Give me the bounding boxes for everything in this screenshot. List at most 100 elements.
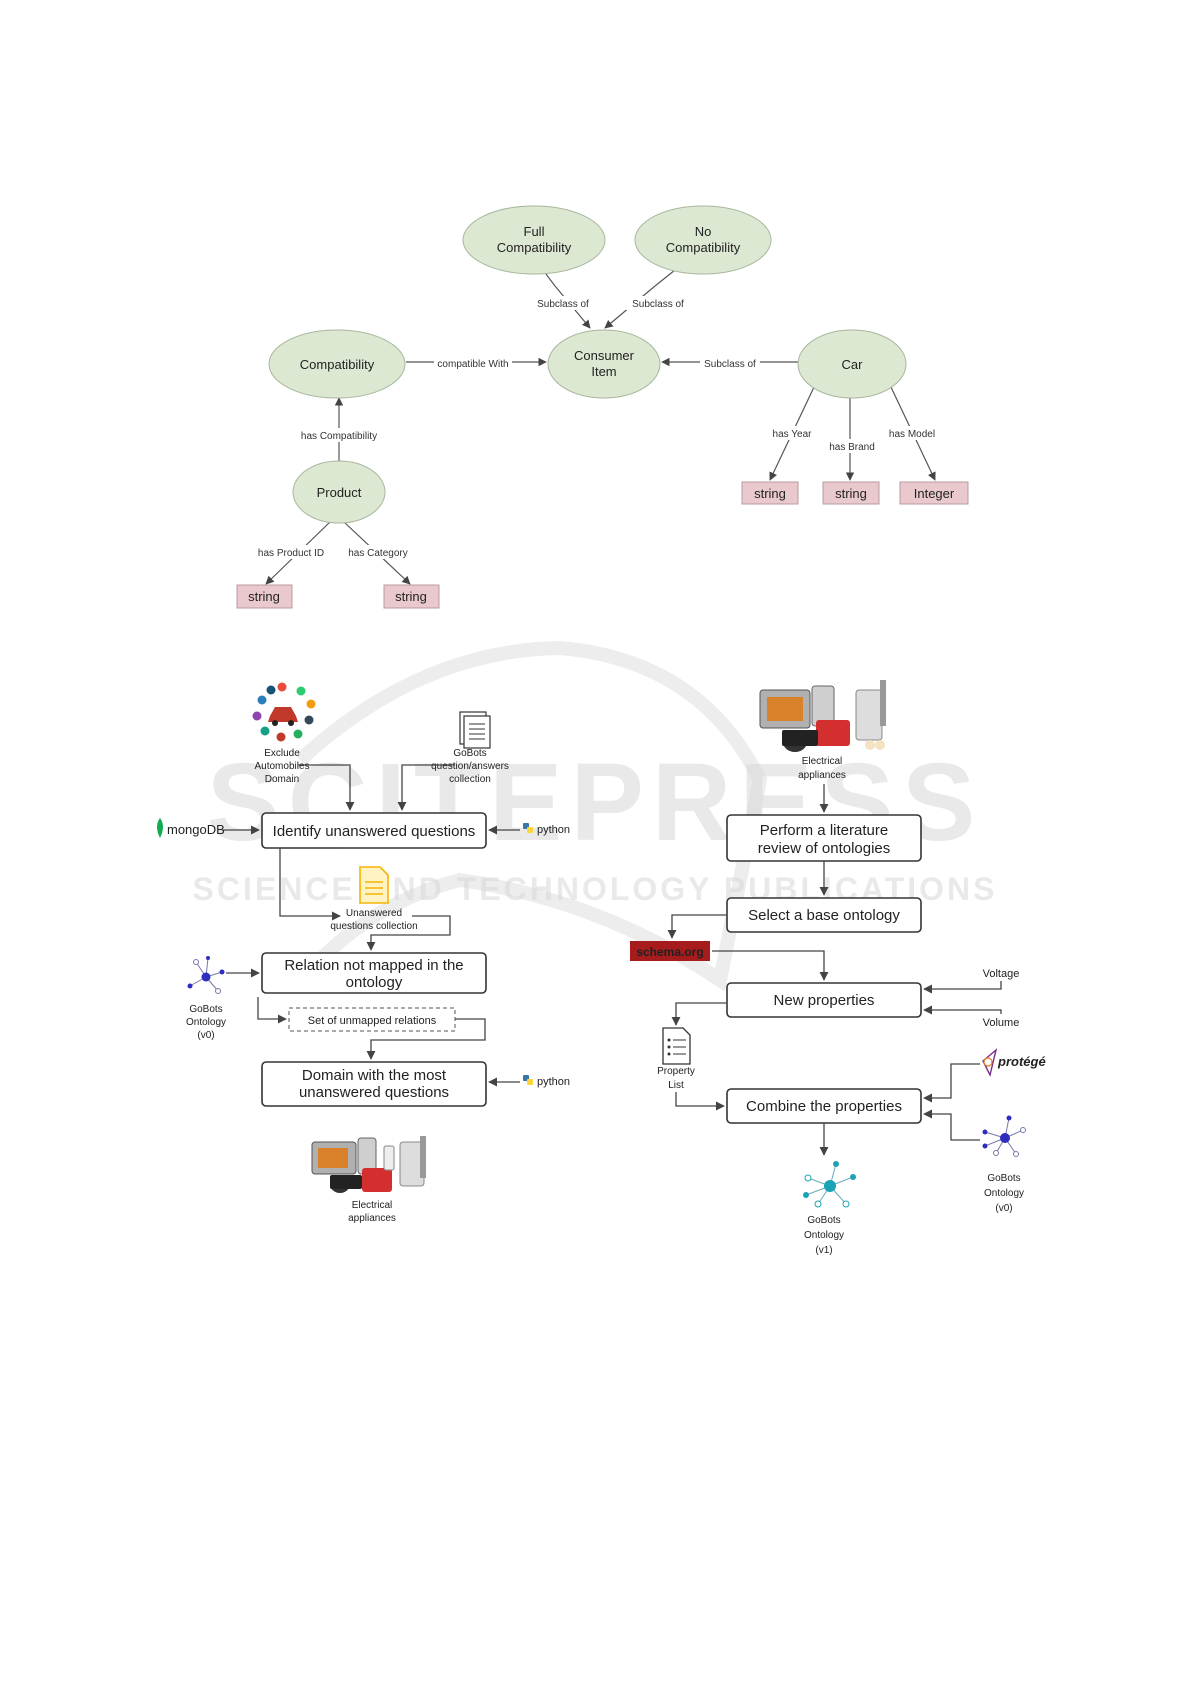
ontology-diagram: Full Compatibility No Compatibility Comp… (236, 205, 969, 609)
step-select-base: Select a base ontology (726, 897, 922, 933)
svg-text:python: python (537, 824, 570, 836)
label-has-model: has Model (889, 429, 935, 440)
svg-text:protégé: protégé (997, 1054, 1046, 1069)
svg-text:ontology: ontology (346, 974, 403, 991)
label-subclass-left: Subclass of (537, 299, 589, 310)
gobots-v0-right-label-2: Ontology (984, 1188, 1024, 1199)
arrow-identify-to-unanswered (279, 847, 341, 921)
document-stack-icon (459, 711, 491, 749)
svg-text:Domain with the most: Domain with the most (302, 1067, 447, 1084)
gobots-collection-label-2: question/answers (431, 761, 509, 772)
step-literature-review: Perform a literature review of ontologie… (726, 814, 922, 862)
arrow-new-to-property-list (671, 1002, 726, 1026)
svg-text:schema.org: schema.org (636, 945, 703, 959)
python-logo-2: python (523, 1075, 570, 1088)
arrow-exclude-to-identify (298, 764, 355, 811)
watermark-swoosh (295, 640, 768, 992)
step-relation: Relation not mapped in the ontology (261, 952, 487, 994)
svg-text:unanswered questions: unanswered questions (299, 1084, 449, 1101)
literal-model: Integer (899, 481, 969, 505)
property-list-label-1: Property (657, 1066, 695, 1077)
svg-text:review of ontologies: review of ontologies (758, 840, 891, 857)
class-compatibility: Compatibility (268, 329, 406, 399)
schema-org-logo: schema.org (630, 941, 710, 961)
volume-label: Volume (983, 1017, 1020, 1029)
ontology-network-icon-left (187, 956, 225, 994)
svg-text:string: string (835, 486, 867, 501)
svg-text:Compatibility: Compatibility (300, 357, 375, 372)
exclude-label-3: Domain (265, 774, 299, 785)
svg-text:Select a base ontology: Select a base ontology (748, 907, 900, 924)
exclude-label-2: Automobiles (254, 761, 309, 772)
gobots-v0-left-label-1: GoBots (189, 1004, 222, 1015)
appliances-left-label-1: Electrical (352, 1200, 393, 1211)
svg-text:Integer: Integer (914, 486, 955, 501)
arrow-relation-to-unmapped (257, 997, 287, 1024)
edge-labels: Subclass of Subclass of compatible With … (255, 296, 938, 559)
automobiles-icon (252, 682, 316, 742)
svg-text:Compatibility: Compatibility (666, 240, 741, 255)
gobots-v0-left-label-3: (v0) (197, 1030, 214, 1041)
gobots-v1-label-2: Ontology (804, 1230, 844, 1241)
gobots-v1-label-3: (v1) (815, 1245, 832, 1256)
property-list-label-2: List (668, 1080, 684, 1091)
literal-product-id: string (236, 584, 293, 609)
label-has-compatibility: has Compatibility (301, 431, 377, 442)
protege-logo: protégé (982, 1048, 1046, 1078)
svg-text:python: python (537, 1076, 570, 1088)
arrow-schema-to-new (712, 950, 829, 981)
svg-text:Set of unmapped relations: Set of unmapped relations (308, 1015, 437, 1027)
property-list-icon (662, 1027, 691, 1065)
step-identify: Identify unanswered questions (261, 812, 487, 849)
left-flowchart: Exclude Automobiles Domain GoBots questi… (157, 682, 570, 1224)
python-logo-1: python (523, 823, 570, 836)
step-domain: Domain with the most unanswered question… (261, 1061, 487, 1107)
appliances-icon-right (759, 680, 886, 752)
exclude-label-1: Exclude (264, 748, 300, 759)
arrow-collection-to-identify (397, 764, 455, 811)
step-new-properties: New properties (726, 982, 922, 1018)
unanswered-doc-icon (359, 866, 389, 904)
class-product: Product (292, 460, 386, 524)
svg-text:Identify unanswered questions: Identify unanswered questions (273, 823, 476, 840)
class-car: Car (797, 329, 907, 399)
label-subclass-car: Subclass of (704, 359, 756, 370)
literal-brand: string (822, 481, 880, 505)
arrow-protege-to-combine (923, 1063, 980, 1103)
svg-text:No: No (695, 224, 712, 239)
label-has-year: has Year (773, 429, 813, 440)
arrow-volume-to-new (923, 1005, 1002, 1015)
svg-text:New properties: New properties (774, 992, 875, 1009)
label-has-brand: has Brand (829, 442, 875, 453)
svg-text:Car: Car (842, 357, 864, 372)
unmapped-relations-set: Set of unmapped relations (288, 1007, 456, 1032)
label-subclass-right: Subclass of (632, 299, 684, 310)
step-combine: Combine the properties (726, 1088, 922, 1124)
svg-text:Perform a literature: Perform a literature (760, 822, 888, 839)
svg-text:mongoDB: mongoDB (167, 822, 225, 837)
gobots-v0-left-label-2: Ontology (186, 1017, 226, 1028)
unanswered-label-1: Unanswered (346, 908, 402, 919)
gobots-collection-label-3: collection (449, 774, 491, 785)
class-full-compatibility: Full Compatibility (462, 205, 606, 275)
gobots-v1-label-1: GoBots (807, 1215, 840, 1226)
class-consumer-item: Consumer Item (547, 329, 661, 399)
appliances-right-label-1: Electrical (802, 756, 843, 767)
appliances-right-label-2: appliances (798, 770, 846, 781)
svg-text:Consumer: Consumer (574, 348, 635, 363)
label-has-product-id: has Product ID (258, 548, 324, 559)
svg-text:string: string (395, 589, 427, 604)
svg-text:Relation not mapped in the: Relation not mapped in the (284, 957, 463, 974)
arrow-property-list-to-combine (675, 1092, 725, 1111)
literal-year: string (741, 481, 799, 505)
svg-text:Compatibility: Compatibility (497, 240, 572, 255)
svg-text:string: string (248, 589, 280, 604)
label-compatible-with: compatible With (437, 359, 508, 370)
appliances-icon-left (311, 1136, 426, 1193)
ontology-network-icon-v1 (803, 1161, 856, 1208)
arrow-voltage-to-new (923, 981, 1002, 994)
svg-text:Combine the properties: Combine the properties (746, 1098, 902, 1115)
arrow-ontology-v0-to-combine (923, 1109, 980, 1141)
arrow-unanswered-to-relation (366, 915, 451, 951)
